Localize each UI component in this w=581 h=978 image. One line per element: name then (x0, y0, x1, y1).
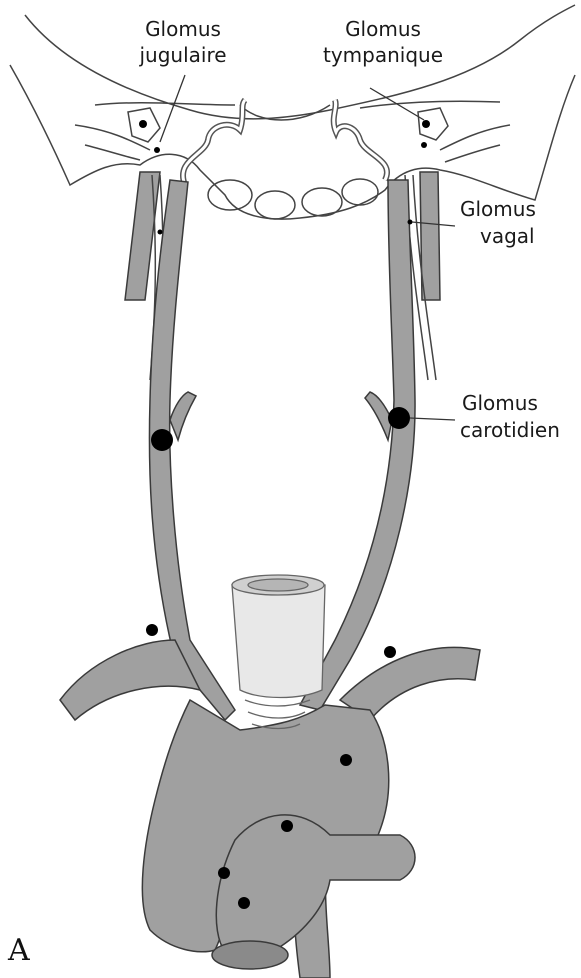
leader-tympanique (370, 88, 424, 120)
leader-jugulaire (160, 75, 185, 142)
glomus-dot-subclavian-right (384, 646, 396, 658)
label-carotidien-line1: Glomus (462, 391, 538, 415)
oval-foramen-right (302, 188, 342, 216)
label-tympanique-line1: Glomus (345, 17, 421, 41)
label-tympanique-line2: tympanique (323, 43, 443, 67)
glomus-dot-pulmonary (238, 897, 250, 909)
oval-foramen-left (208, 180, 252, 210)
carotid-curl-left (183, 100, 245, 185)
label-vagal-line2: vagal (480, 224, 535, 248)
skull-inner-line-right (440, 125, 510, 162)
carotid-curl-right-inner (334, 100, 387, 180)
glomus-tympanique-dot (422, 120, 430, 128)
glomus-vagal-dot-left (158, 230, 163, 235)
glomus-dot-aortic-right (340, 754, 352, 766)
label-jugulaire-line1: Glomus (145, 17, 221, 41)
leader-carotidien (410, 418, 455, 420)
glomus-vagal-dot (408, 220, 413, 225)
trachea-top-inner (248, 579, 308, 591)
external-carotid-branch-right (365, 392, 392, 440)
glomus-dot-aortic-top (281, 820, 293, 832)
glomus-dot-subclavian-left (146, 624, 158, 636)
glomus-tympanique-dot-2 (421, 142, 427, 148)
subclavian-artery-left (60, 640, 200, 720)
label-jugulaire-line2: jugulaire (138, 43, 226, 67)
glomus-jugulaire-dot (139, 120, 147, 128)
glomus-dot-aortic-left (218, 867, 230, 879)
glomus-jugulaire-dot-2 (154, 147, 160, 153)
trachea-body (232, 585, 325, 698)
skull-base (10, 5, 575, 219)
skull-mid-contour (95, 101, 500, 108)
oval-foramen-center (255, 191, 295, 219)
external-carotid-branch-left (170, 392, 196, 440)
label-carotidien-line2: carotidien (460, 418, 560, 442)
oval-foramen-far-right (342, 179, 378, 205)
carotid-curl-left-inner (183, 100, 245, 185)
panel-letter: A (7, 933, 30, 968)
skull-inner-line-left (75, 125, 150, 160)
glomus-carotidien-dot-right (388, 407, 410, 429)
skull-lower-contour (10, 65, 575, 219)
glomus-carotidien-dot-left (151, 429, 173, 451)
label-vagal-line1: Glomus (460, 197, 536, 221)
pulmonary-trunk-opening (212, 941, 288, 969)
